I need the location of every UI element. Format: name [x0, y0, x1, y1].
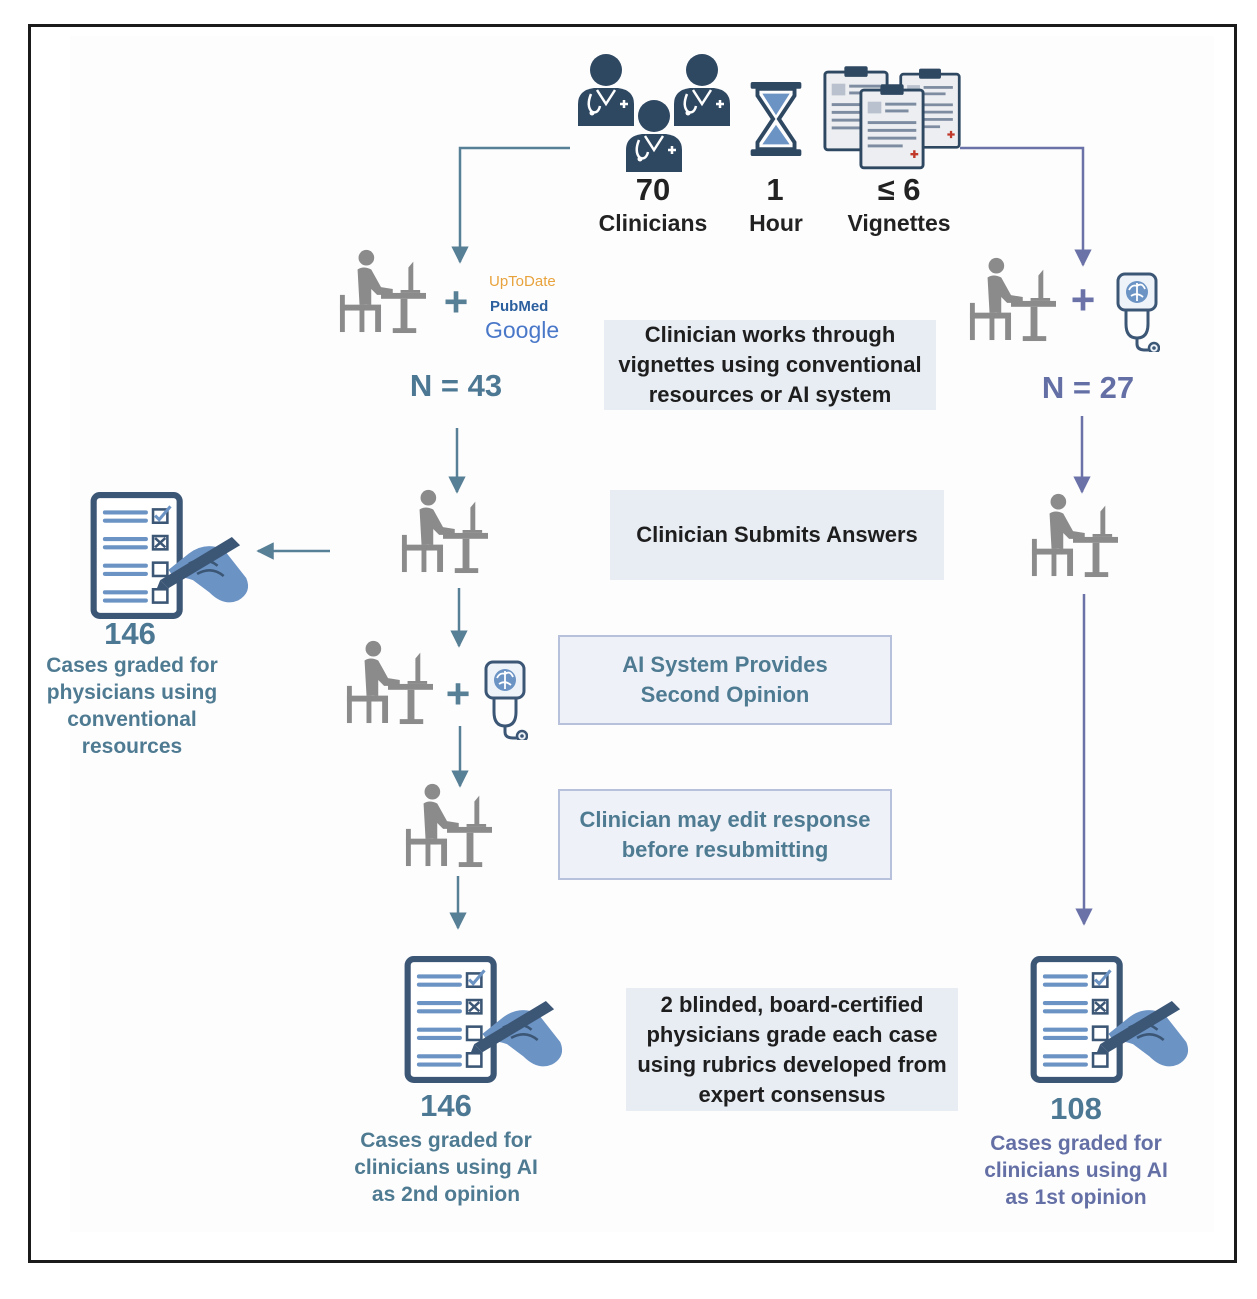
doctor-icon — [672, 52, 732, 126]
doctor-icon — [624, 98, 684, 172]
step-edit-text: Clinician may edit response before resub… — [579, 806, 871, 862]
step-second-opinion-text: AI System Provides Second Opinion — [622, 652, 828, 707]
stat-vignettes-label: Vignettes — [847, 210, 951, 236]
split-right-arrow — [960, 146, 1092, 267]
ai-brain-stethoscope-icon — [1116, 272, 1160, 352]
doctor-icon — [576, 52, 636, 126]
step-edit-box: Clinician may edit response before resub… — [558, 789, 892, 880]
left-graded-caption: Cases graded for physicians using conven… — [46, 654, 218, 758]
left-n-count: N = 43 — [409, 368, 503, 403]
clinician-desk-icon — [405, 783, 492, 868]
google-logo: Google — [485, 317, 560, 343]
bottom-left-caption: Cases graded for clinicians using AI as … — [354, 1129, 538, 1206]
clinician-desk-icon — [401, 489, 488, 574]
bottom-right-caption: Cases graded for clinicians using AI as … — [984, 1132, 1168, 1209]
step-grading-text: 2 blinded, board-certified physicians gr… — [637, 991, 947, 1107]
checklist-icon — [94, 495, 248, 616]
step-grading-box: 2 blinded, board-certified physicians gr… — [626, 988, 958, 1111]
stat-clinicians-value: 70 — [635, 172, 671, 207]
checklist-icon — [1034, 959, 1188, 1080]
step-submit-text: Clinician Submits Answers — [636, 522, 918, 547]
uptodate-logo: UpToDate — [489, 273, 556, 290]
ai-brain-stethoscope-icon — [484, 660, 528, 740]
clinician-desk-icon — [346, 640, 433, 725]
plus-icon: + — [446, 670, 471, 717]
stat-clinicians-label: Clinicians — [598, 210, 708, 236]
clinician-desk-icon — [339, 249, 426, 334]
stat-vignettes-value: ≤ 6 — [877, 172, 921, 207]
stat-hour-value: 1 — [766, 172, 784, 207]
hourglass-icon — [748, 80, 804, 158]
step-second-opinion-box: AI System Provides Second Opinion — [558, 635, 892, 725]
plus-icon: + — [444, 278, 469, 325]
split-left-arrow — [451, 146, 570, 264]
step-submit-box: Clinician Submits Answers — [610, 490, 944, 580]
checklist-icon — [408, 959, 562, 1080]
stat-hour-label: Hour — [749, 210, 803, 236]
right-n-count: N = 27 — [1041, 370, 1135, 405]
pubmed-logo: PubMed — [490, 298, 549, 315]
clinician-desk-icon — [969, 257, 1056, 342]
plus-icon: + — [1071, 276, 1096, 323]
bottom-right-count: 108 — [1050, 1091, 1102, 1126]
step-work-text: Clinician works through vignettes using … — [618, 322, 922, 407]
step-work-box: Clinician works through vignettes using … — [604, 320, 936, 410]
left-graded-count: 146 — [104, 616, 156, 651]
clipboard-icon — [859, 82, 925, 170]
clinician-desk-icon — [1031, 493, 1118, 578]
bottom-left-count: 146 — [420, 1088, 472, 1123]
